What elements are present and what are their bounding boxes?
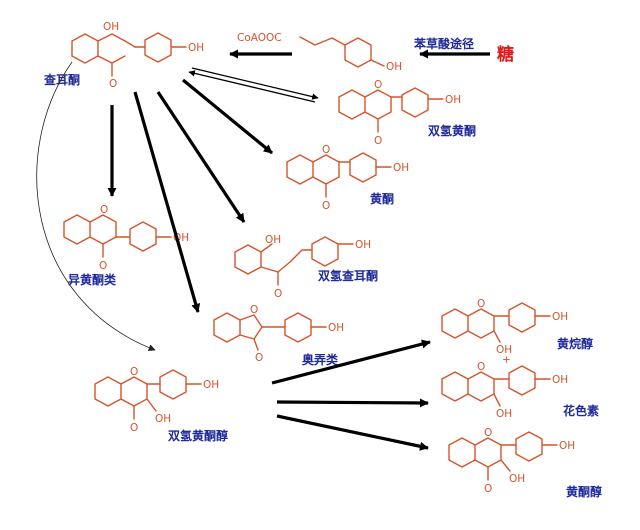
flavonol-structure [448,431,558,481]
arrow-chalcone-to-flavone [181,78,274,155]
arrow-dihydroflavonol-to-anthocyanin [276,398,429,408]
flavanone-o-ring: O [374,79,382,91]
flavone-o-ring: O [322,144,330,156]
anthocyanin-oh: OH [552,374,568,386]
arrow-chalcone-to-dihydroflavonol [36,61,156,351]
label-flavanol: 黄烷醇 [557,336,593,351]
aurone-o: O [255,352,263,364]
chalcone-o: O [109,78,117,90]
arrow-chalcone-to-flavanone [191,67,319,100]
aurone-structure [213,312,327,351]
flavonol-oh-3: OH [509,473,525,485]
flavone-o: O [322,200,330,212]
dihydroflavonol-structure [94,369,202,420]
plus-sign: + [502,354,511,366]
dihydrochalcone-o: O [274,288,282,300]
isoflavone-structure [63,214,172,258]
chalcone-structure [71,32,187,77]
label-dihydrochalcone: 双氢查耳酮 [318,268,378,283]
flavonol-o-ring: O [484,427,492,439]
dihydrochalcone-structure [234,236,354,286]
label-flavonol: 黄酮醇 [566,484,602,499]
anthocyanin-structure [441,365,551,407]
flavanone-structure [338,87,444,133]
flavanone-o: O [374,135,382,147]
label-flavanone: 双氢黄酮 [428,123,476,138]
aurone-o-ring: O [250,304,258,316]
coumaroyl-structure [299,36,385,68]
chalcone-oh-right: OH [188,42,204,54]
flavanol-o-ring: O [477,298,485,310]
label-isoflavone: 异黄酮类 [68,272,117,287]
flavonol-o: O [484,483,492,495]
label-dihydroflavonol: 双氢黄酮醇 [168,428,228,443]
dihydrochalcone-oh-left: OH [265,234,281,246]
label-aurone: 奥弄类 [302,352,339,367]
dihydroflavonol-o-ring: O [130,366,138,378]
arrow-flavanone-to-chalcone [188,70,316,103]
anthocyanin-o-ring: O [477,361,485,373]
flavanol-structure [441,302,551,343]
label-phenylpropanoid: 苯草酸途径 [413,36,474,51]
aurone-oh: OH [328,322,344,334]
flavone-oh: OH [393,162,409,174]
coumaroyl-oh: OH [386,61,402,73]
flavone-structure [286,152,392,198]
label-sugar: 糖 [497,44,514,65]
dihydrochalcone-oh-right: OH [355,239,371,251]
anthocyanin-oh-3: OH [496,408,512,420]
dihydroflavonol-oh: OH [203,379,219,391]
isoflavone-o-ring: O [100,204,108,216]
dihydroflavonol-o: O [130,422,138,434]
coa-group: CoAOOC [237,32,282,44]
isoflavone-o: O [99,260,107,272]
flavonol-oh: OH [559,440,575,452]
flavanol-oh: OH [552,311,568,323]
label-anthocyanin: 花色素 [563,403,599,418]
arrow-chalcone-to-dihydrochalcone [156,91,246,223]
chalcone-oh-left: OH [103,21,119,33]
arrow-dihydroflavonol-to-flavonol [276,414,429,451]
arrow-chalcone-to-aurone [133,91,201,313]
label-flavone: 黄酮 [370,191,394,206]
dihydroflavonol-oh-3: OH [155,413,171,425]
arrow-dihydroflavonol-to-flavanol [271,339,431,385]
flavanol-oh-3: OH [496,344,512,356]
flavanone-oh: OH [445,94,461,106]
